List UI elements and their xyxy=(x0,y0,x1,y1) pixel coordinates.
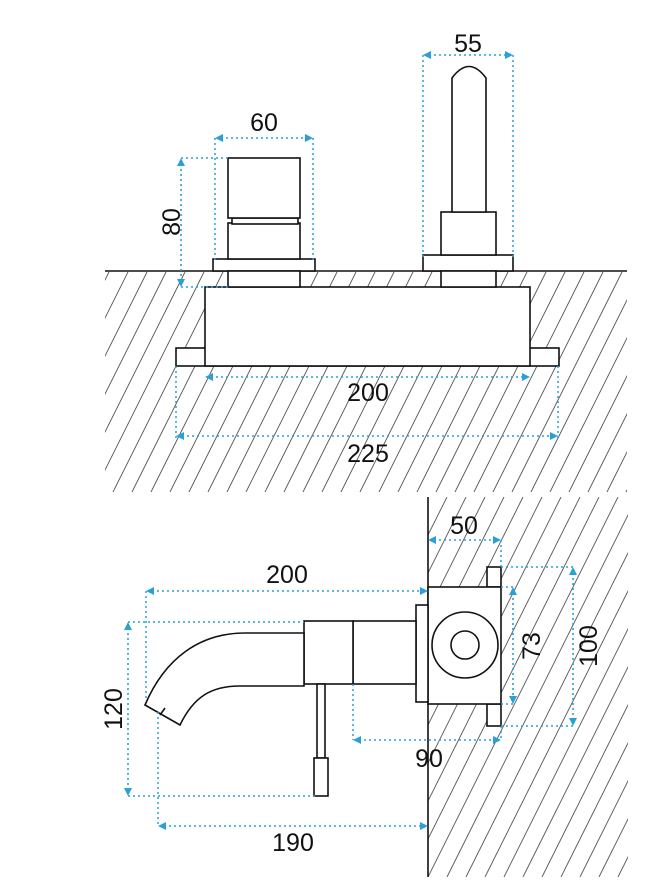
dim-flange-outer-label: 100 xyxy=(575,625,603,667)
dim-body-depth-label: 90 xyxy=(415,745,443,773)
hatch-line xyxy=(0,272,71,492)
dim-height-label: 120 xyxy=(100,688,128,730)
hatch-line xyxy=(105,272,205,472)
hatch-line xyxy=(428,497,505,651)
hatch-line xyxy=(428,497,524,689)
dim-mixer-height-label: 80 xyxy=(158,208,186,236)
hatch-line xyxy=(428,497,486,613)
dim-mixer-width: 60 xyxy=(214,109,314,262)
dim-spout-reach-label: 200 xyxy=(266,561,308,589)
dim-plate-width-label: 225 xyxy=(347,440,389,468)
wall-body xyxy=(427,566,502,727)
dim-lever-offset: 190 xyxy=(157,712,428,857)
hatch-line xyxy=(579,779,628,877)
hatch-line xyxy=(428,497,429,499)
hatch-line xyxy=(465,551,628,877)
dim-spout-width: 55 xyxy=(422,30,514,257)
hatch-line xyxy=(503,627,628,877)
hatch-line xyxy=(541,703,628,877)
hatch-line xyxy=(625,488,627,492)
hatch-line xyxy=(105,272,148,358)
hatch-line xyxy=(549,336,627,492)
hatch-line xyxy=(617,855,628,877)
dim-body-depth: 90 xyxy=(352,684,502,773)
dim-flange-inner-label: 73 xyxy=(518,632,546,660)
escutcheon xyxy=(415,604,429,703)
side-lever xyxy=(313,683,329,797)
hatch-line xyxy=(446,513,628,877)
hatch-line xyxy=(598,817,628,877)
hatch-line xyxy=(105,272,186,434)
dim-mixer-width-label: 60 xyxy=(250,109,278,137)
hatch-line xyxy=(454,272,566,492)
mixer-handle xyxy=(212,157,316,288)
dim-flange-outer: 100 xyxy=(501,566,603,727)
hatch-line xyxy=(0,272,52,492)
hatch-line xyxy=(568,374,627,492)
hatch-line xyxy=(511,272,623,492)
hatch-line xyxy=(522,665,628,877)
hatch-line xyxy=(0,272,90,492)
hatch-line xyxy=(0,272,33,492)
hatch-line xyxy=(0,272,14,492)
hatch-line xyxy=(105,272,129,320)
side-spout xyxy=(143,620,417,727)
hatch-line xyxy=(428,497,467,575)
top-view: 60 80 55 200 xyxy=(0,30,627,492)
hatch-line xyxy=(473,272,585,492)
hatch-line xyxy=(492,272,604,492)
dim-body-width-label: 200 xyxy=(347,379,389,407)
dim-wall-depth: 50 xyxy=(428,512,502,567)
dim-lever-offset-label: 190 xyxy=(272,829,314,857)
side-view: 200 120 190 50 xyxy=(100,497,628,877)
dim-height: 120 xyxy=(100,621,318,797)
hatch-line xyxy=(587,412,627,492)
hatch-line xyxy=(428,497,600,841)
dim-flange-inner: 73 xyxy=(501,586,546,705)
dim-mixer-height: 80 xyxy=(158,157,228,288)
dim-plate-width: 225 xyxy=(175,366,559,468)
hatch-line xyxy=(530,298,627,492)
hatch-line xyxy=(428,497,619,877)
hatch-line xyxy=(219,497,409,877)
hatch-line xyxy=(484,589,628,877)
hatch-line xyxy=(606,450,627,492)
spout xyxy=(422,65,514,288)
side-wall-hatch xyxy=(219,497,628,877)
concealed-body xyxy=(204,286,531,367)
dim-wall-depth-label: 50 xyxy=(450,512,478,540)
hatch-line xyxy=(105,272,110,282)
dim-spout-width-label: 55 xyxy=(454,30,482,58)
dim-body-width: 200 xyxy=(205,373,530,407)
hatch-line xyxy=(105,272,167,396)
hatch-line xyxy=(560,741,628,877)
dim-spout-reach: 200 xyxy=(145,561,428,700)
